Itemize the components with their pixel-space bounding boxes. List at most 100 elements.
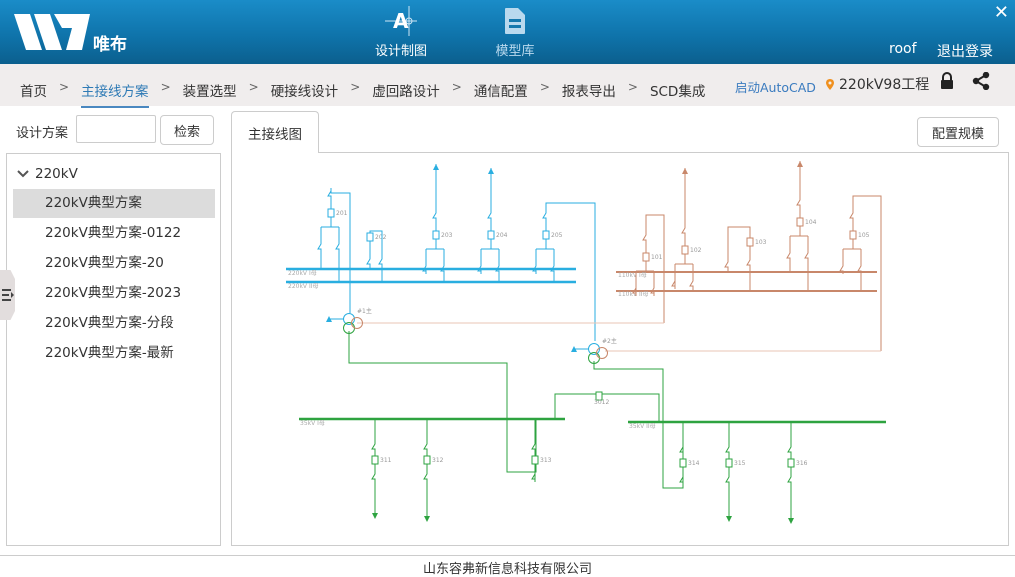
breadcrumb-device-selection[interactable]: 装置选型 bbox=[182, 84, 237, 100]
bay-label: 101 bbox=[651, 254, 663, 261]
tree-item[interactable]: 220kV典型方案-2023 bbox=[45, 285, 182, 301]
breadcrumb-scd[interactable]: SCD集成 bbox=[649, 84, 706, 100]
bus-label: 110kV II母 bbox=[618, 291, 648, 298]
lock-icon[interactable] bbox=[940, 72, 954, 90]
bay-label: 201 bbox=[336, 210, 348, 217]
tree-item[interactable]: 220kV典型方案-分段 bbox=[45, 315, 174, 331]
tree-item[interactable]: 220kV典型方案-20 bbox=[45, 255, 164, 271]
topnav-drafting[interactable]: A 设计制图 bbox=[375, 6, 427, 59]
transformer-winding-mv bbox=[351, 317, 363, 329]
disconnector-switch bbox=[378, 256, 383, 267]
bay-label: 205 bbox=[551, 232, 563, 239]
bay-label: 312 bbox=[432, 457, 444, 464]
breadcrumb-hardwire[interactable]: 硬接线设计 bbox=[270, 84, 339, 100]
scheme-tree: 220kV 220kV典型方案 220kV典型方案-0122 220kV典型方案… bbox=[6, 153, 221, 546]
logout-link[interactable]: 退出登录 bbox=[937, 44, 993, 60]
disconnector-switch bbox=[542, 210, 547, 221]
disconnector-switch bbox=[366, 256, 371, 267]
search-button[interactable]: 检索 bbox=[160, 115, 214, 145]
tree-node-220kv[interactable]: 220kV bbox=[17, 166, 78, 182]
config-scale-button[interactable]: 配置规模 bbox=[917, 117, 999, 147]
bay-label: 105 bbox=[858, 232, 870, 239]
brand-logo bbox=[14, 14, 90, 50]
disconnector-switch bbox=[857, 263, 862, 274]
disconnector-switch bbox=[642, 232, 647, 243]
disconnector-switch bbox=[371, 441, 376, 452]
topnav-model-library[interactable]: 模型库 bbox=[495, 6, 535, 59]
disconnector-switch bbox=[371, 471, 376, 482]
tab-main-wiring-diagram[interactable]: 主接线图 bbox=[231, 111, 319, 153]
collapse-menu-icon bbox=[2, 289, 14, 301]
chevron-right-icon: > bbox=[539, 80, 550, 94]
drafting-icon: A bbox=[385, 6, 417, 36]
project-name[interactable]: 220kV98工程 bbox=[826, 74, 929, 94]
breadcrumb-main-wiring[interactable]: 主接线方案 bbox=[81, 80, 149, 108]
tree-item[interactable]: 220kV典型方案 bbox=[13, 189, 215, 218]
wire bbox=[545, 202, 596, 341]
svg-text:A: A bbox=[393, 9, 409, 33]
breaker bbox=[796, 217, 804, 227]
wire bbox=[330, 188, 351, 313]
wire bbox=[348, 331, 537, 473]
disconnector-switch bbox=[786, 250, 791, 261]
tree-item[interactable]: 220kV典型方案-0122 bbox=[45, 225, 182, 241]
bus-label: 35kV I母 bbox=[300, 420, 325, 427]
bus-label: 110kV I母 bbox=[618, 272, 647, 279]
search-input[interactable] bbox=[76, 115, 156, 143]
breaker bbox=[849, 230, 857, 240]
disconnector-switch bbox=[440, 263, 445, 274]
location-pin-icon bbox=[826, 78, 834, 90]
bay-label: 204 bbox=[496, 232, 508, 239]
chevron-right-icon: > bbox=[627, 80, 638, 94]
bay-label: 103 bbox=[755, 239, 767, 246]
share-icon[interactable] bbox=[972, 72, 990, 90]
brand-name: 唯布 bbox=[93, 35, 127, 55]
breaker bbox=[746, 237, 754, 247]
breaker bbox=[642, 252, 650, 262]
launch-autocad-link[interactable]: 启动AutoCAD bbox=[735, 80, 816, 95]
disconnector-switch bbox=[335, 241, 340, 252]
tree-item[interactable]: 220kV典型方案-最新 bbox=[45, 345, 174, 361]
bay-label: 315 bbox=[734, 460, 746, 467]
breaker bbox=[542, 230, 550, 240]
topnav-label: 设计制图 bbox=[375, 44, 428, 59]
disconnector-switch bbox=[787, 444, 792, 455]
disconnector-switch bbox=[679, 444, 684, 455]
disconnector-switch bbox=[679, 474, 684, 485]
breadcrumb-virtual-circuit[interactable]: 虚回路设计 bbox=[372, 84, 440, 100]
breaker bbox=[681, 245, 689, 255]
disconnector-switch bbox=[804, 250, 809, 261]
disconnector-switch bbox=[681, 225, 686, 236]
disconnector-switch bbox=[724, 259, 729, 270]
breaker bbox=[595, 391, 603, 401]
disconnector-switch bbox=[689, 278, 694, 289]
wire bbox=[369, 230, 383, 256]
footer-company: 山东容弗新信息科技有限公司 bbox=[422, 562, 592, 577]
transformer-winding-hv bbox=[588, 343, 600, 355]
breaker bbox=[366, 232, 374, 242]
breadcrumb-report-export[interactable]: 报表导出 bbox=[561, 84, 616, 100]
footer-divider bbox=[0, 555, 1015, 556]
close-icon[interactable]: ✕ bbox=[993, 2, 1009, 23]
chevron-right-icon: > bbox=[451, 80, 462, 94]
disconnector-switch bbox=[423, 471, 428, 482]
feeder-arrow bbox=[797, 161, 803, 167]
breadcrumb-home[interactable]: 首页 bbox=[20, 84, 47, 100]
breaker bbox=[725, 458, 733, 468]
transformer-winding-mv bbox=[596, 347, 608, 359]
wire bbox=[554, 393, 660, 422]
breadcrumb: 首页> 主接线方案> 装置选型> 硬接线设计> 虚回路设计> 通信配置> 报表导… bbox=[20, 80, 705, 108]
breadcrumb-comm-config[interactable]: 通信配置 bbox=[473, 84, 528, 100]
bay-label: 314 bbox=[688, 460, 700, 467]
chevron-down-icon bbox=[17, 170, 29, 178]
username[interactable]: roof bbox=[889, 41, 917, 57]
disconnector-switch bbox=[746, 257, 751, 268]
chevron-right-icon: > bbox=[160, 80, 171, 94]
wire bbox=[852, 195, 882, 351]
disconnector-switch bbox=[725, 474, 730, 485]
sidebar-toggle[interactable] bbox=[0, 270, 15, 320]
chevron-right-icon: > bbox=[350, 80, 361, 94]
breaker bbox=[432, 230, 440, 240]
